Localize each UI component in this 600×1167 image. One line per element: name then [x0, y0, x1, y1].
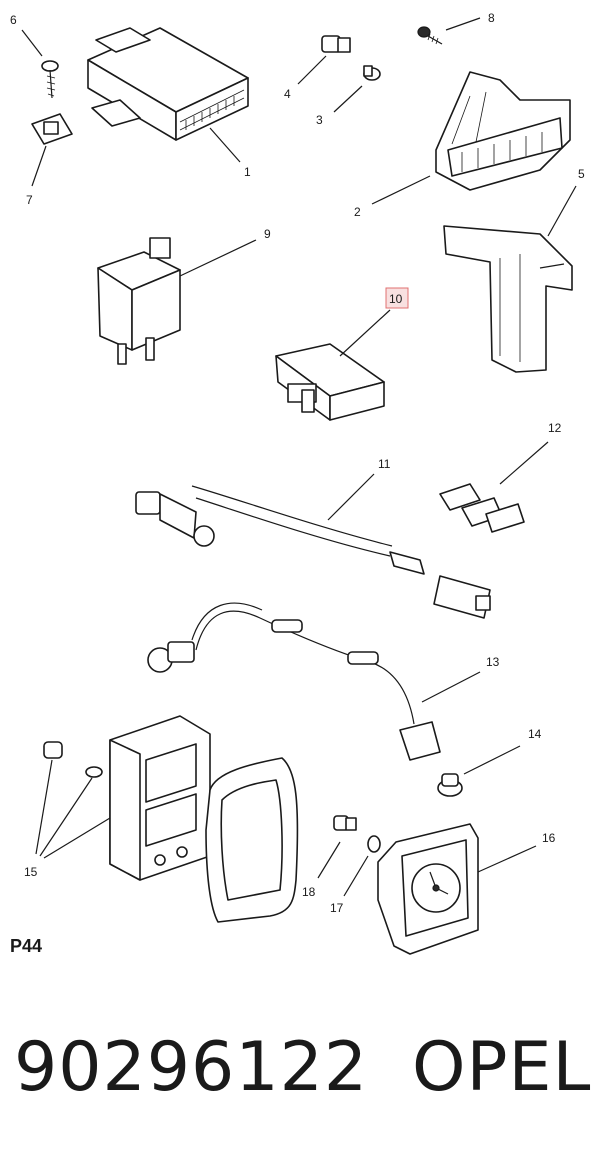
part-13-sensor-lead	[147, 602, 441, 761]
callout-12: 12	[548, 421, 562, 435]
callout-11: 11	[378, 457, 391, 471]
parts-diagram: 1 6 7 4 3 8 2	[10, 11, 585, 955]
leader-15b	[39, 777, 93, 857]
leader-15c	[43, 817, 111, 859]
leader-9	[179, 239, 257, 277]
part-17-bulb	[367, 835, 381, 853]
part-5-t-bracket	[443, 225, 573, 373]
callout-7: 7	[26, 193, 33, 207]
part-number: 90296122	[14, 1028, 369, 1107]
part-4-bulb-holder	[321, 35, 351, 53]
leader-8	[445, 17, 481, 31]
leader-1	[209, 127, 241, 163]
callout-9: 9	[264, 227, 271, 241]
callout-3: 3	[316, 113, 323, 127]
callout-15: 15	[24, 865, 38, 879]
leader-16	[477, 845, 537, 873]
callout-4: 4	[284, 87, 291, 101]
callout-5: 5	[578, 167, 585, 181]
part-8-screw	[417, 26, 443, 45]
callout-18: 18	[302, 885, 316, 899]
leader-7	[31, 145, 47, 187]
part-18-bulb-holder	[333, 815, 357, 831]
part-16-clock	[377, 823, 479, 955]
callout-6: 6	[10, 13, 17, 27]
leader-12	[499, 441, 549, 485]
part-3-bulb	[363, 65, 381, 81]
part-7-clip-nut	[31, 113, 73, 145]
page-code: P44	[10, 936, 43, 956]
leader-11	[327, 473, 375, 521]
part-15-instrument-module	[43, 715, 211, 881]
part-9-relay	[97, 237, 181, 365]
part-6-screw	[41, 60, 59, 99]
brand-name: OPEL	[412, 1028, 592, 1107]
part-2-switch-bracket	[435, 71, 571, 191]
leader-2	[371, 175, 431, 205]
leader-18	[317, 841, 341, 879]
leader-10	[339, 309, 391, 357]
callout-14: 14	[528, 727, 542, 741]
leader-5	[547, 185, 577, 237]
leader-6	[21, 29, 43, 57]
callout-10-highlight	[385, 287, 409, 309]
leader-4	[297, 55, 327, 85]
part-11-sensor-cable	[135, 485, 491, 619]
part-bezel-frame	[205, 757, 299, 923]
part-12-connectors	[439, 483, 525, 533]
part-10-module	[275, 343, 385, 421]
callout-8: 8	[488, 11, 495, 25]
leader-17	[343, 855, 369, 897]
callout-10[interactable]: 10	[389, 292, 403, 306]
callout-13: 13	[486, 655, 500, 669]
part-1-control-unit	[87, 27, 249, 141]
leader-15a	[35, 759, 53, 855]
part-14-plug	[437, 773, 463, 797]
callout-1: 1	[244, 165, 251, 179]
callout-2: 2	[354, 205, 361, 219]
leader-3	[333, 85, 363, 113]
leader-13	[421, 671, 481, 703]
callout-16: 16	[542, 831, 556, 845]
leader-14	[463, 745, 521, 775]
callout-17: 17	[330, 901, 344, 915]
